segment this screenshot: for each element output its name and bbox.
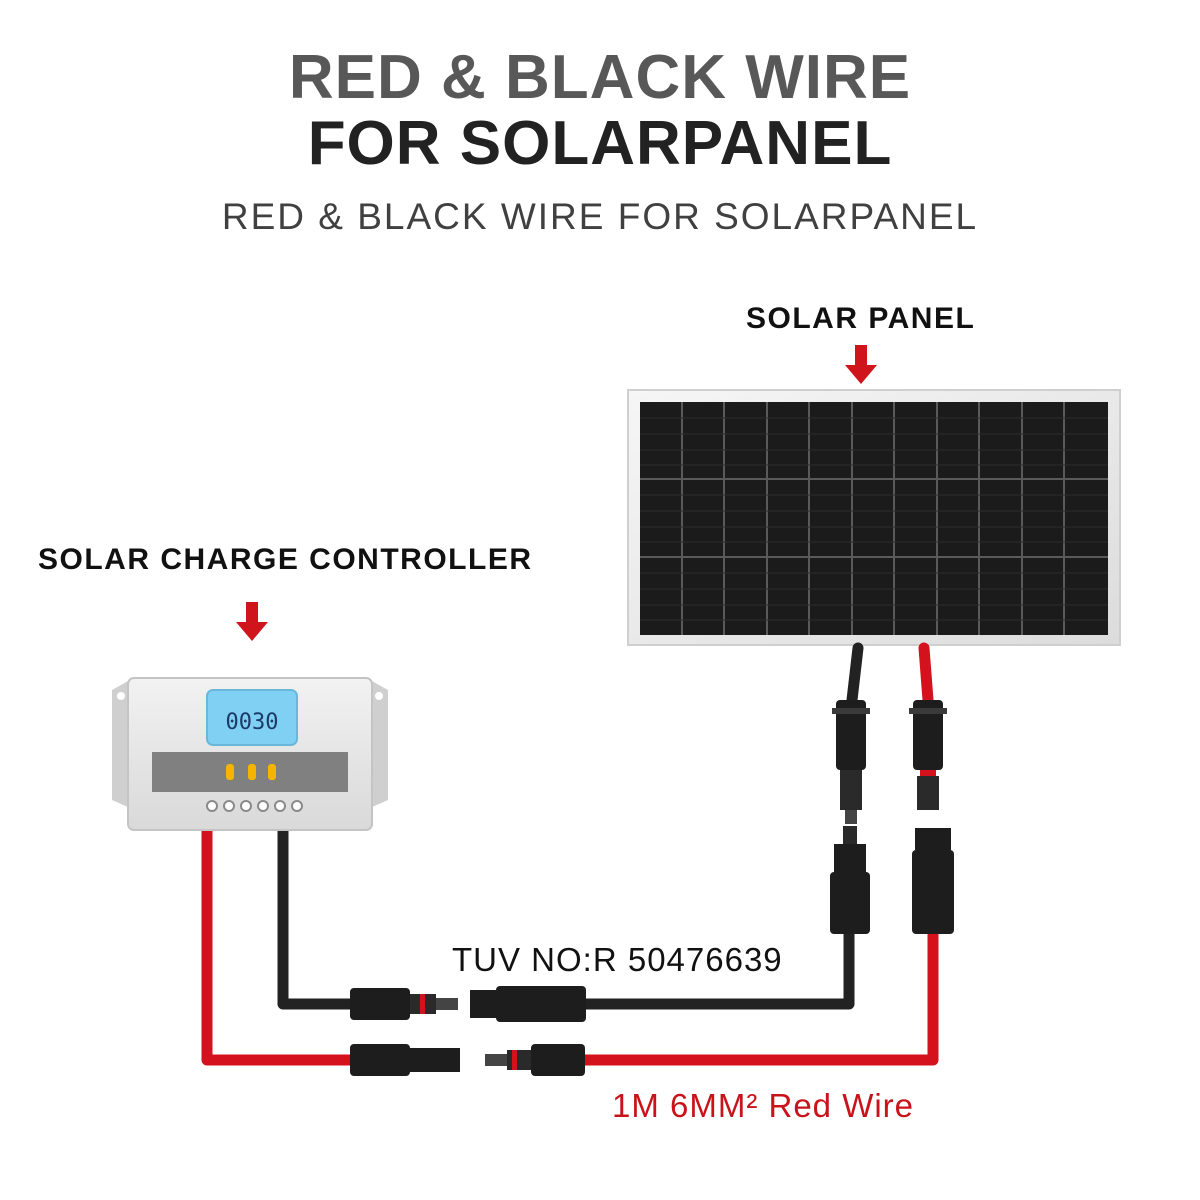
tuv-number-label: TUV NO:R 50476639 [452, 941, 783, 978]
mc4-connector-icon [350, 988, 458, 1020]
down-arrow-icon [845, 345, 877, 384]
title-line-1: RED & BLACK WIRE [288, 43, 912, 112]
mc4-connector-icon [909, 700, 947, 810]
mc4-connector-icon [350, 1044, 460, 1076]
title-line-2: FOR SOLARPANEL [307, 109, 893, 178]
red-wire [579, 929, 939, 1066]
black-wire [579, 929, 855, 1010]
red-wire [918, 642, 934, 706]
controller-display [206, 689, 298, 746]
red-wire [201, 824, 356, 1066]
charge-controller-icon: 0030 [112, 677, 388, 831]
mc4-connector-icon [832, 700, 870, 824]
indicator-light [226, 764, 234, 780]
subtitle: RED & BLACK WIRE FOR SOLARPANEL [221, 196, 979, 237]
indicator-light [268, 764, 276, 780]
solar-panel-icon [627, 389, 1121, 646]
mc4-connector-icon [470, 986, 586, 1022]
controller-display-value: 0030 [226, 710, 279, 735]
mc4-connector-icon [912, 828, 954, 934]
black-wire [277, 824, 356, 1010]
red-wire-label: 1M 6MM² Red Wire [612, 1087, 915, 1124]
charge-controller-label: SOLAR CHARGE CONTROLLER [38, 543, 533, 576]
solar-panel-label: SOLAR PANEL [746, 302, 976, 335]
indicator-light [248, 764, 256, 780]
down-arrow-icon [236, 602, 268, 641]
mc4-connector-icon [830, 826, 870, 934]
black-wire [846, 642, 864, 706]
mc4-connector-icon [485, 1044, 585, 1076]
